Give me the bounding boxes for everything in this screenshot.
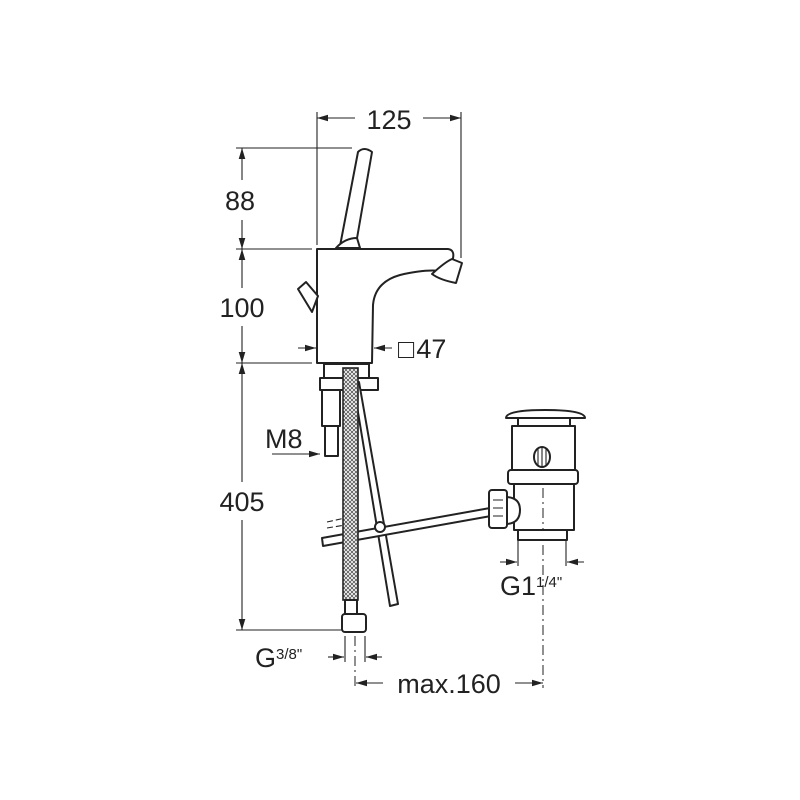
stud-thread-label: M8 <box>265 424 303 454</box>
flexible-hose <box>341 367 367 633</box>
lever-height-label: 88 <box>225 186 255 216</box>
waste-thread-label: G11/4" <box>500 571 562 601</box>
faucet-lever <box>335 148 373 249</box>
width-label: 125 <box>366 105 411 135</box>
square-symbol: □ <box>398 334 415 364</box>
hose-thread-label: G3/8" <box>255 643 302 673</box>
hose-length-label: 405 <box>219 487 264 517</box>
rod-distance-label: max.160 <box>397 669 501 699</box>
pop-up-waste <box>488 409 586 541</box>
base-square-label: □47 <box>398 334 446 364</box>
body-height-label: 100 <box>219 293 264 323</box>
faucet-body <box>297 248 463 364</box>
dimension-lines <box>236 112 584 688</box>
